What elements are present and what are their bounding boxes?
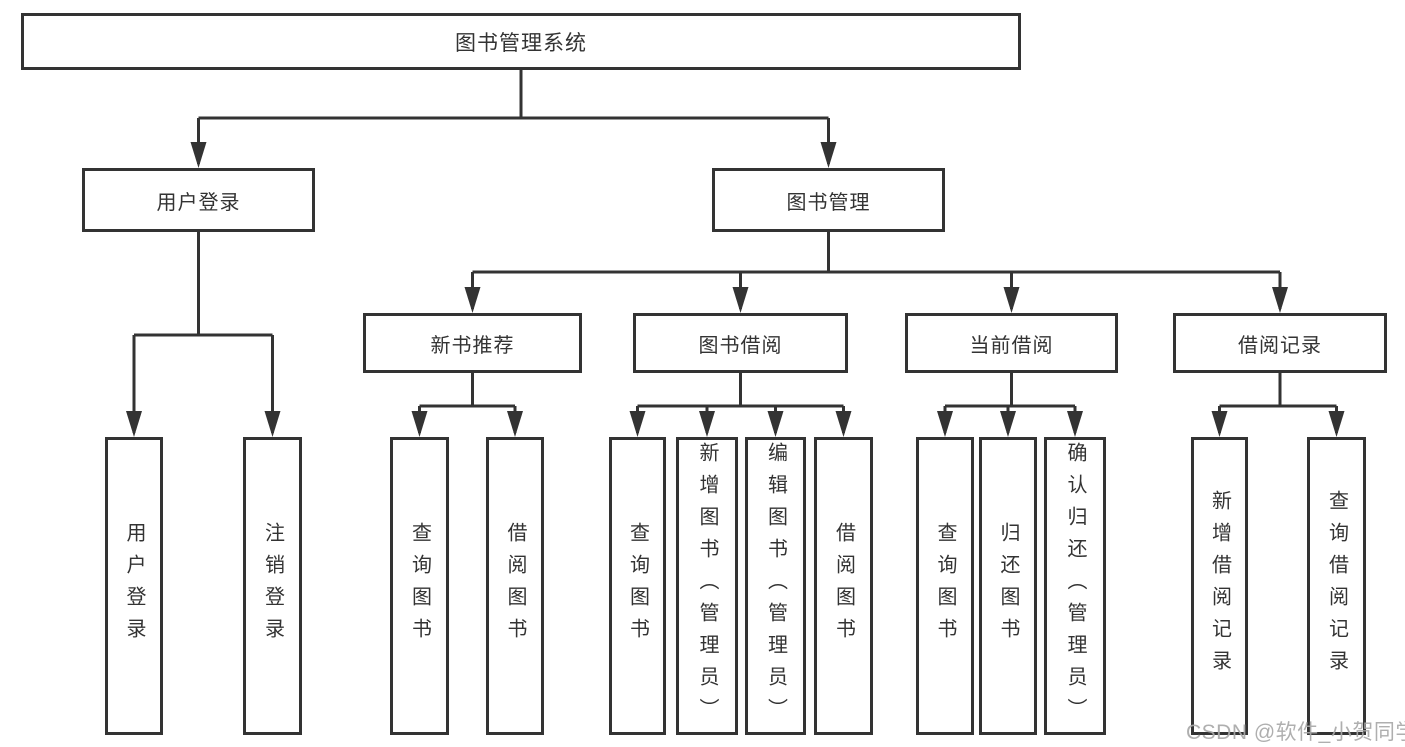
arrowhead <box>835 411 852 437</box>
arrowhead <box>732 287 749 313</box>
leaf-newrec-query-book: 查询图书 <box>390 437 449 735</box>
connector-borrow-record <box>1218 373 1338 433</box>
arrowhead <box>1000 411 1016 437</box>
arrowheads <box>126 142 1345 437</box>
leaf-current-query-book: 查询图书 <box>916 437 974 735</box>
node-borrow-record: 借阅记录 <box>1173 313 1387 373</box>
arrowhead <box>464 287 481 313</box>
leaf-borrow-edit-book-admin: 编辑图书（管理员） <box>745 437 806 735</box>
connector-book-borrow <box>636 373 845 433</box>
arrowhead <box>1211 411 1228 437</box>
csdn-watermark: CSDN @软件_小贺同学 <box>1186 721 1405 744</box>
node-book-management: 图书管理 <box>712 168 945 232</box>
arrowhead <box>411 411 428 437</box>
arrowhead <box>699 411 715 437</box>
node-current-borrow: 当前借阅 <box>905 313 1118 373</box>
arrowhead <box>1003 287 1020 313</box>
leaf-borrow-add-book-admin: 新增图书（管理员） <box>676 437 738 735</box>
arrowhead <box>126 411 142 437</box>
leaf-current-confirm-return-admin: 确认归还（管理员） <box>1044 437 1106 735</box>
arrowhead <box>820 142 837 168</box>
connector-book-mgmt <box>471 232 1282 309</box>
arrowhead <box>937 411 953 437</box>
connector-new-book-rec <box>418 373 517 433</box>
leaf-record-query-borrow-record: 查询借阅记录 <box>1307 437 1366 735</box>
leaf-borrow-query-book: 查询图书 <box>609 437 666 735</box>
leaf-logout: 注销登录 <box>243 437 302 735</box>
arrowhead <box>767 411 784 437</box>
arrowhead <box>264 411 281 437</box>
arrowhead <box>507 411 523 437</box>
node-library-system: 图书管理系统 <box>21 13 1021 70</box>
node-new-book-recommend: 新书推荐 <box>363 313 582 373</box>
arrowhead <box>190 142 207 168</box>
connector-user-login <box>132 232 274 433</box>
leaf-current-return-book: 归还图书 <box>979 437 1037 735</box>
leaf-record-add-borrow-record: 新增借阅记录 <box>1191 437 1248 735</box>
arrowhead <box>1067 411 1083 437</box>
leaf-newrec-borrow-book: 借阅图书 <box>486 437 544 735</box>
node-user-login: 用户登录 <box>82 168 315 232</box>
arrowhead <box>1272 287 1288 313</box>
leaf-user-login: 用户登录 <box>105 437 163 735</box>
arrowhead <box>629 411 646 437</box>
node-book-borrow: 图书借阅 <box>633 313 848 373</box>
leaf-borrow-borrow-book: 借阅图书 <box>814 437 873 735</box>
arrowhead <box>1328 411 1345 437</box>
connector-root <box>197 70 830 164</box>
